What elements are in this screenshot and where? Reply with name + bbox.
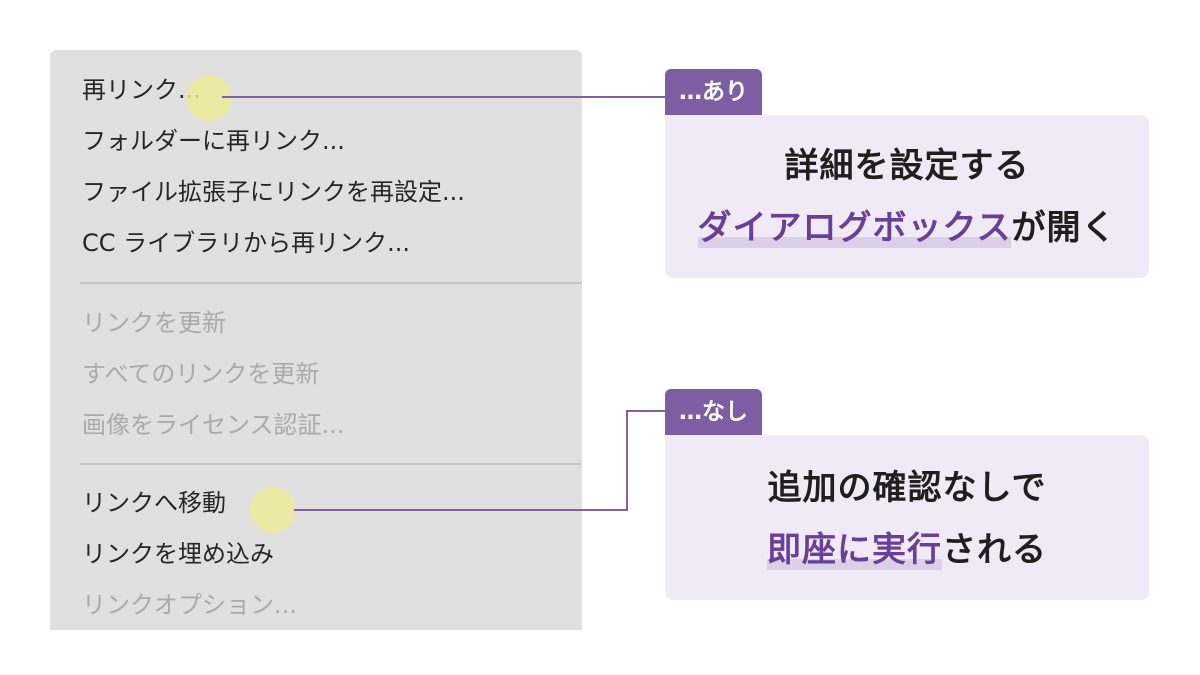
menu-separator bbox=[80, 282, 582, 284]
menu-item-relink-from-cc-libraries[interactable]: CC ライブラリから再リンク... bbox=[82, 229, 411, 257]
callout-text-line2-rest: される bbox=[942, 530, 1047, 570]
callout-highlight-text: 即座に実行 bbox=[767, 530, 942, 570]
callout-text-line2-rest: が開く bbox=[1011, 208, 1117, 248]
menu-item-license-image: 画像をライセンス認証... bbox=[82, 411, 345, 439]
context-menu: 再リンク... フォルダーに再リンク... ファイル拡張子にリンクを再設定...… bbox=[50, 50, 582, 630]
connector-line-no-ellipsis bbox=[294, 509, 628, 511]
menu-item-update-link: リンクを更新 bbox=[82, 309, 226, 337]
callout-with-ellipsis: 詳細を設定する ダイアログボックスが開く bbox=[665, 115, 1149, 278]
callout-text-line1: 追加の確認なしで bbox=[767, 468, 1047, 508]
callout-tag-without-ellipsis: …なし bbox=[665, 389, 762, 435]
menu-item-relink-file-extension[interactable]: ファイル拡張子にリンクを再設定... bbox=[82, 178, 465, 206]
callout-text-line1: 詳細を設定する bbox=[784, 146, 1030, 186]
menu-separator bbox=[80, 463, 582, 465]
no-ellipsis-marker-dot bbox=[250, 487, 296, 533]
connector-line-no-ellipsis-vertical bbox=[626, 410, 628, 511]
ellipsis-marker-dot bbox=[186, 75, 232, 121]
menu-item-embed-link[interactable]: リンクを埋め込み bbox=[82, 540, 274, 568]
callout-without-ellipsis: 追加の確認なしで 即座に実行される bbox=[665, 435, 1149, 600]
menu-item-relink-to-folder[interactable]: フォルダーに再リンク... bbox=[82, 127, 345, 155]
menu-item-link-options: リンクオプション... bbox=[82, 591, 297, 619]
connector-line-ellipsis bbox=[222, 96, 668, 98]
menu-item-update-all-links: すべてのリンクを更新 bbox=[82, 360, 320, 388]
connector-line-no-ellipsis-top bbox=[626, 410, 668, 412]
menu-item-relink[interactable]: 再リンク... bbox=[82, 76, 201, 104]
callout-text-line2: ダイアログボックスが開く bbox=[665, 197, 1149, 259]
menu-item-go-to-link[interactable]: リンクへ移動 bbox=[82, 489, 226, 517]
callout-tag-with-ellipsis: …あり bbox=[665, 69, 762, 115]
callout-text-line2: 即座に実行される bbox=[665, 519, 1149, 581]
callout-highlight-text: ダイアログボックス bbox=[697, 208, 1012, 248]
